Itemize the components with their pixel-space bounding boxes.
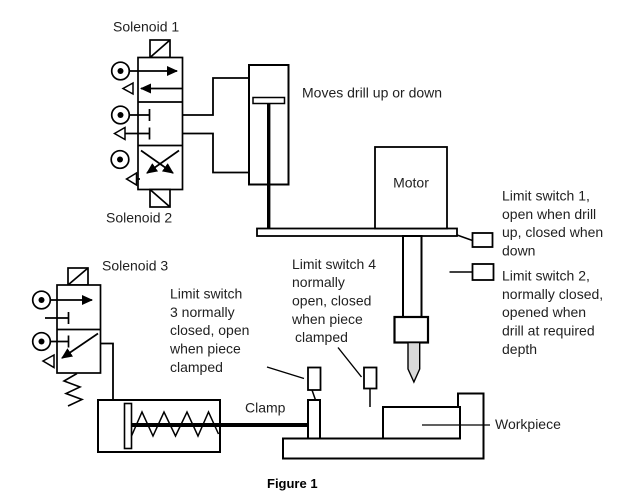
clamp-bar	[307, 399, 321, 440]
valve-5-3	[110, 39, 184, 208]
pressure-port-icon	[110, 149, 130, 170]
motor-box	[374, 146, 448, 230]
limit-switch-4-icon	[363, 366, 378, 390]
pressure-port-icon	[31, 331, 52, 352]
workpiece-label: Workpiece	[495, 416, 561, 432]
drill-cylinder-note: Moves drill up or down	[302, 85, 442, 101]
note-line: closed, open	[170, 322, 249, 338]
note-line: normally	[292, 274, 345, 290]
workpiece-block	[382, 406, 461, 440]
note-line: clamped	[170, 359, 223, 375]
spring-icon	[62, 372, 85, 407]
solenoid-2-label: Solenoid 2	[106, 210, 172, 226]
note-line: open, closed	[292, 293, 371, 309]
solenoid-1-label: Solenoid 1	[113, 19, 179, 35]
piston	[252, 96, 286, 105]
limit-switch-3-note: Limit switch 3 normally closed, open whe…	[169, 286, 249, 375]
note-line: Limit switch 1,	[502, 188, 590, 204]
solenoid-3-coil-icon	[67, 267, 89, 286]
solenoid-3-label: Solenoid 3	[102, 258, 168, 274]
drill-bit	[407, 341, 421, 384]
note-line: Limit switch 4	[292, 256, 376, 272]
limit-switch-2-icon	[471, 263, 495, 281]
limit-switch-3-leader	[266, 366, 305, 380]
spring-icon	[130, 410, 220, 438]
limit-switch-4-leader	[337, 347, 363, 378]
piston	[123, 402, 133, 450]
exhaust-port-icon	[41, 353, 55, 369]
pressure-port-icon	[31, 290, 52, 310]
pressure-port-icon	[110, 61, 131, 81]
drill-chuck	[393, 315, 430, 344]
exhaust-port-icon	[121, 81, 134, 96]
solenoid-2-coil-icon	[149, 188, 171, 208]
valve-to-clamp-pipe	[100, 342, 114, 400]
note-line: clamped	[295, 329, 348, 345]
exhaust-port-icon	[125, 171, 138, 187]
note-line: depth	[502, 341, 537, 357]
clamp-assembly	[307, 366, 378, 440]
motor-label: Motor	[393, 175, 429, 191]
pressure-port-icon	[110, 105, 131, 125]
clamp-label: Clamp	[245, 400, 286, 416]
note-line: when piece	[169, 341, 241, 357]
exhaust-port-icon	[112, 126, 126, 141]
limit-switch-2-note: Limit switch 2, normally closed, opened …	[502, 268, 603, 357]
valve-to-cylinder-pipes	[182, 77, 249, 174]
limit-switch-3-icon	[307, 366, 322, 391]
note-line: open when drill	[502, 206, 596, 222]
figure-caption: Figure 1	[267, 476, 318, 491]
note-line: 3 normally	[170, 304, 235, 320]
clamp-cylinder	[97, 399, 308, 453]
limit-switch-1-icon	[471, 232, 494, 248]
solenoid-1-coil-icon	[149, 39, 171, 59]
drill-cylinder	[248, 64, 290, 229]
valve-3-2	[31, 267, 114, 407]
note-line: down	[502, 243, 535, 259]
note-line: Limit switch	[170, 286, 242, 302]
note-line: up, closed when	[502, 224, 603, 240]
machine-base	[282, 392, 490, 460]
drill-spindle	[393, 235, 430, 384]
limit-switch-4-note: Limit switch 4 normally open, closed whe…	[291, 256, 376, 345]
note-line: drill at required	[502, 323, 595, 339]
note-line: opened when	[502, 304, 586, 320]
note-line: Limit switch 2,	[502, 268, 590, 284]
valve-body	[137, 56, 184, 191]
drill-head-platform	[256, 146, 495, 281]
note-line: normally closed,	[502, 286, 603, 302]
limit-switch-1-note: Limit switch 1, open when drill up, clos…	[502, 188, 603, 259]
note-line: when piece	[291, 311, 363, 327]
